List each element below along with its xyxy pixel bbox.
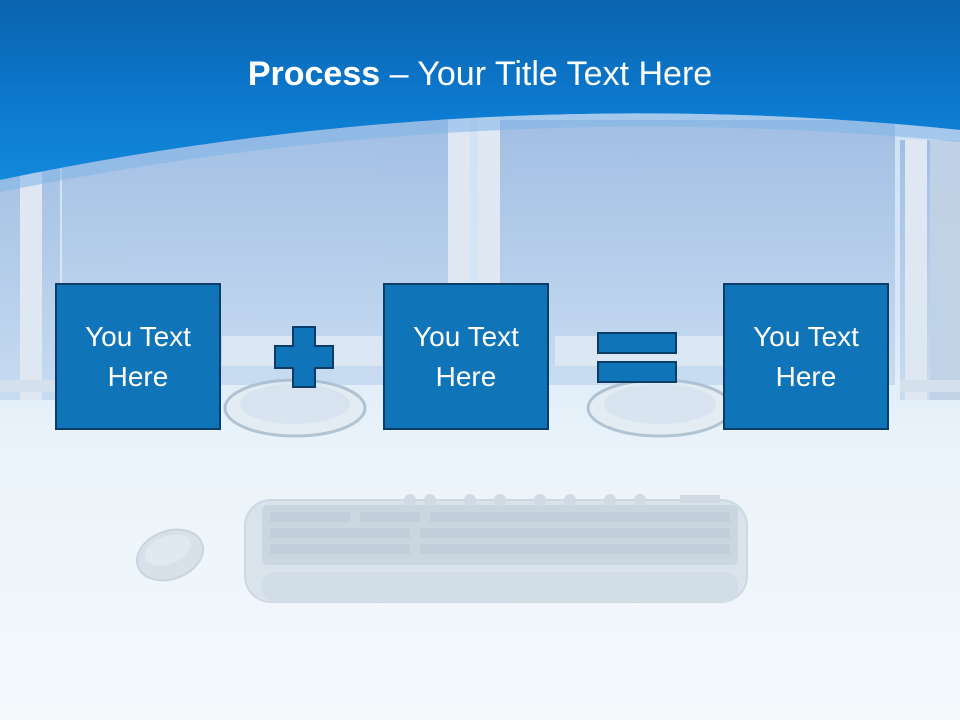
title-banner-highlight <box>0 113 960 192</box>
process-box-2[interactable]: You Text Here <box>383 283 549 430</box>
slide-title: Process – Your Title Text Here <box>0 52 960 96</box>
equals-icon <box>597 332 677 383</box>
slide-title-bold: Process <box>247 55 381 93</box>
slide-title-rest: – Your Title Text Here <box>380 55 713 93</box>
monitor-screens <box>0 105 960 400</box>
keyboard <box>244 494 748 603</box>
title-banner <box>0 0 960 180</box>
process-box-1[interactable]: You Text Here <box>55 283 221 430</box>
process-box-3[interactable]: You Text Here <box>723 283 889 430</box>
plus-icon <box>274 326 334 388</box>
mouse <box>136 528 204 582</box>
